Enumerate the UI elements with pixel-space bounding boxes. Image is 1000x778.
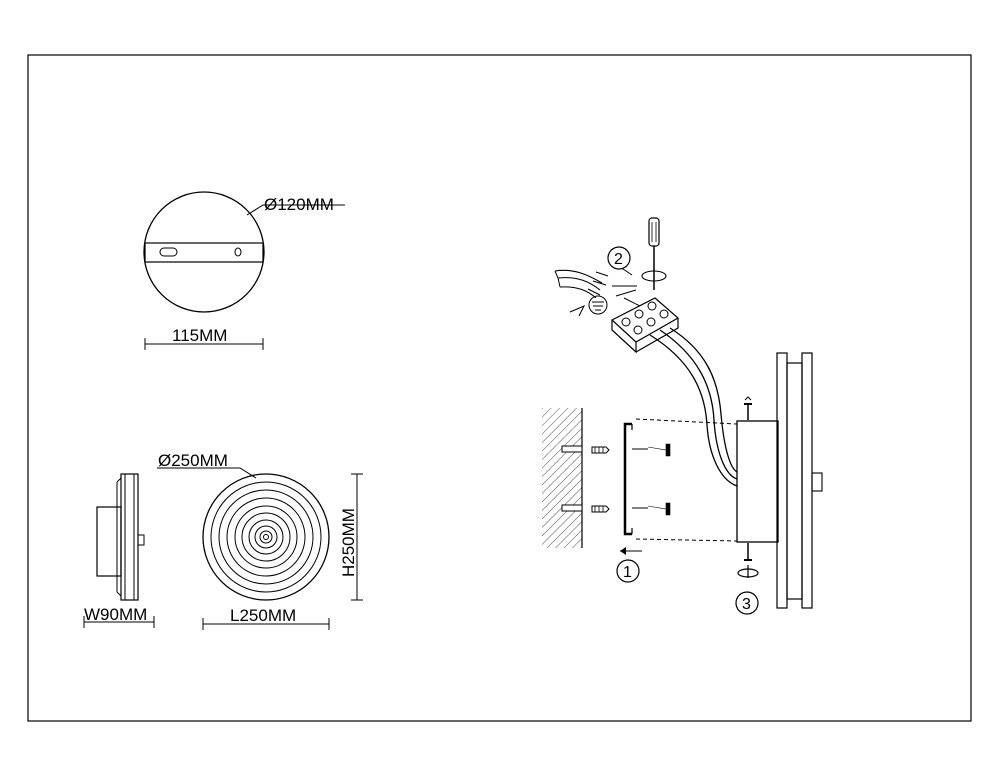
lamp-height-label: H250MM xyxy=(339,508,358,577)
bracket-diameter-label: Ø120MM xyxy=(264,195,334,214)
wall-plug-icon xyxy=(561,445,583,453)
step-1-marker: 1 xyxy=(616,559,640,583)
screw-icon xyxy=(744,396,752,420)
bracket-profile xyxy=(623,422,632,536)
bracket-diameter-leader xyxy=(246,204,345,216)
supply-wire xyxy=(649,334,738,487)
screw-icon xyxy=(632,443,671,457)
lamp-diameter-leader xyxy=(157,467,257,479)
supply-wire xyxy=(669,327,738,473)
bracket-slot xyxy=(159,247,178,257)
drawing-frame xyxy=(27,54,972,722)
lamp-length-label: L250MM xyxy=(230,606,296,625)
wall-plug-icon xyxy=(591,505,610,513)
lamp-diameter-label: Ø250MM xyxy=(158,451,228,470)
installation-diagram: 1 2 3 xyxy=(542,217,823,615)
wall-plug-icon xyxy=(591,446,610,454)
screwdriver-icon xyxy=(641,217,667,290)
supply-wire xyxy=(659,329,738,480)
bracket-bar xyxy=(144,242,264,263)
wall-plug-icon xyxy=(561,504,583,512)
screw-icon xyxy=(744,543,752,561)
lamp-side-view: W90MM xyxy=(83,473,155,628)
step-3-marker: 3 xyxy=(735,591,759,615)
mounting-bracket-view: Ø120MM 115MM xyxy=(143,191,345,350)
screw-icon xyxy=(632,502,671,516)
step-1-number: 1 xyxy=(623,564,632,581)
lamp-front-view: Ø250MM L250MM H250MM xyxy=(157,451,363,630)
bracket-hole xyxy=(234,247,242,257)
bracket-plate xyxy=(143,191,265,313)
bracket-width-label: 115MM xyxy=(172,326,227,345)
step-3-number: 3 xyxy=(742,596,751,613)
terminal-block xyxy=(610,297,680,354)
step-2-marker: 2 xyxy=(607,246,631,270)
earth-symbol xyxy=(588,295,608,315)
direction-arrow-icon xyxy=(620,547,642,555)
wall-section xyxy=(542,408,582,548)
side-width-label: W90MM xyxy=(84,605,147,624)
wire-stripper-icon xyxy=(554,269,609,299)
step-2-number: 2 xyxy=(614,251,623,268)
canopy xyxy=(736,420,779,543)
